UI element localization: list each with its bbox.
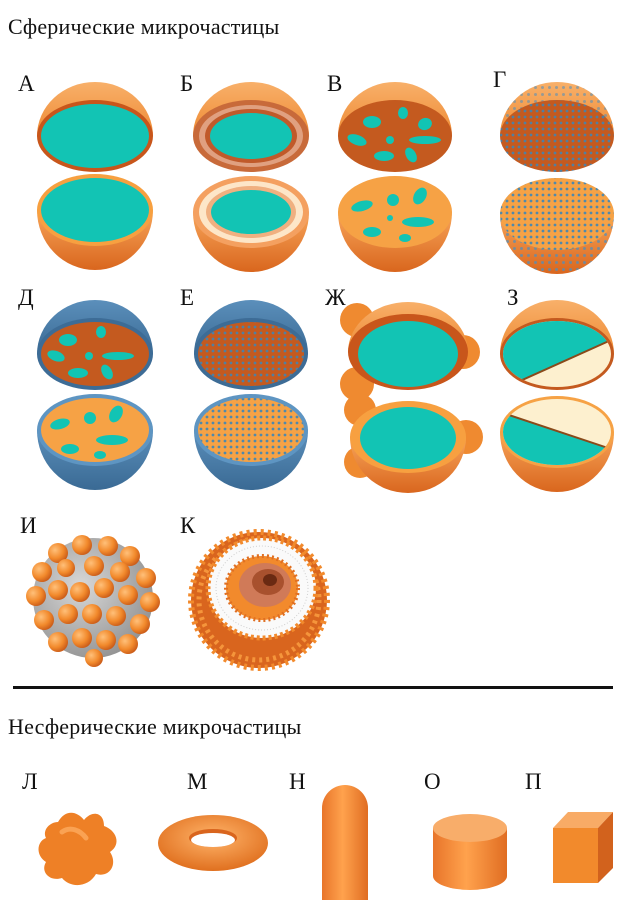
particle-n — [322, 785, 368, 900]
particle-d — [37, 300, 153, 490]
particle-o — [433, 814, 507, 890]
particle-z — [500, 300, 620, 492]
particle-p — [553, 812, 613, 883]
particle-i — [26, 535, 160, 667]
particle-b — [193, 82, 309, 272]
particle-e — [194, 300, 308, 490]
particle-k — [191, 532, 327, 668]
particle-l — [39, 813, 117, 885]
particle-zh — [340, 302, 483, 493]
particle-m — [158, 815, 268, 871]
particle-g — [500, 82, 614, 274]
particle-a — [37, 82, 153, 270]
particle-v — [338, 82, 452, 272]
